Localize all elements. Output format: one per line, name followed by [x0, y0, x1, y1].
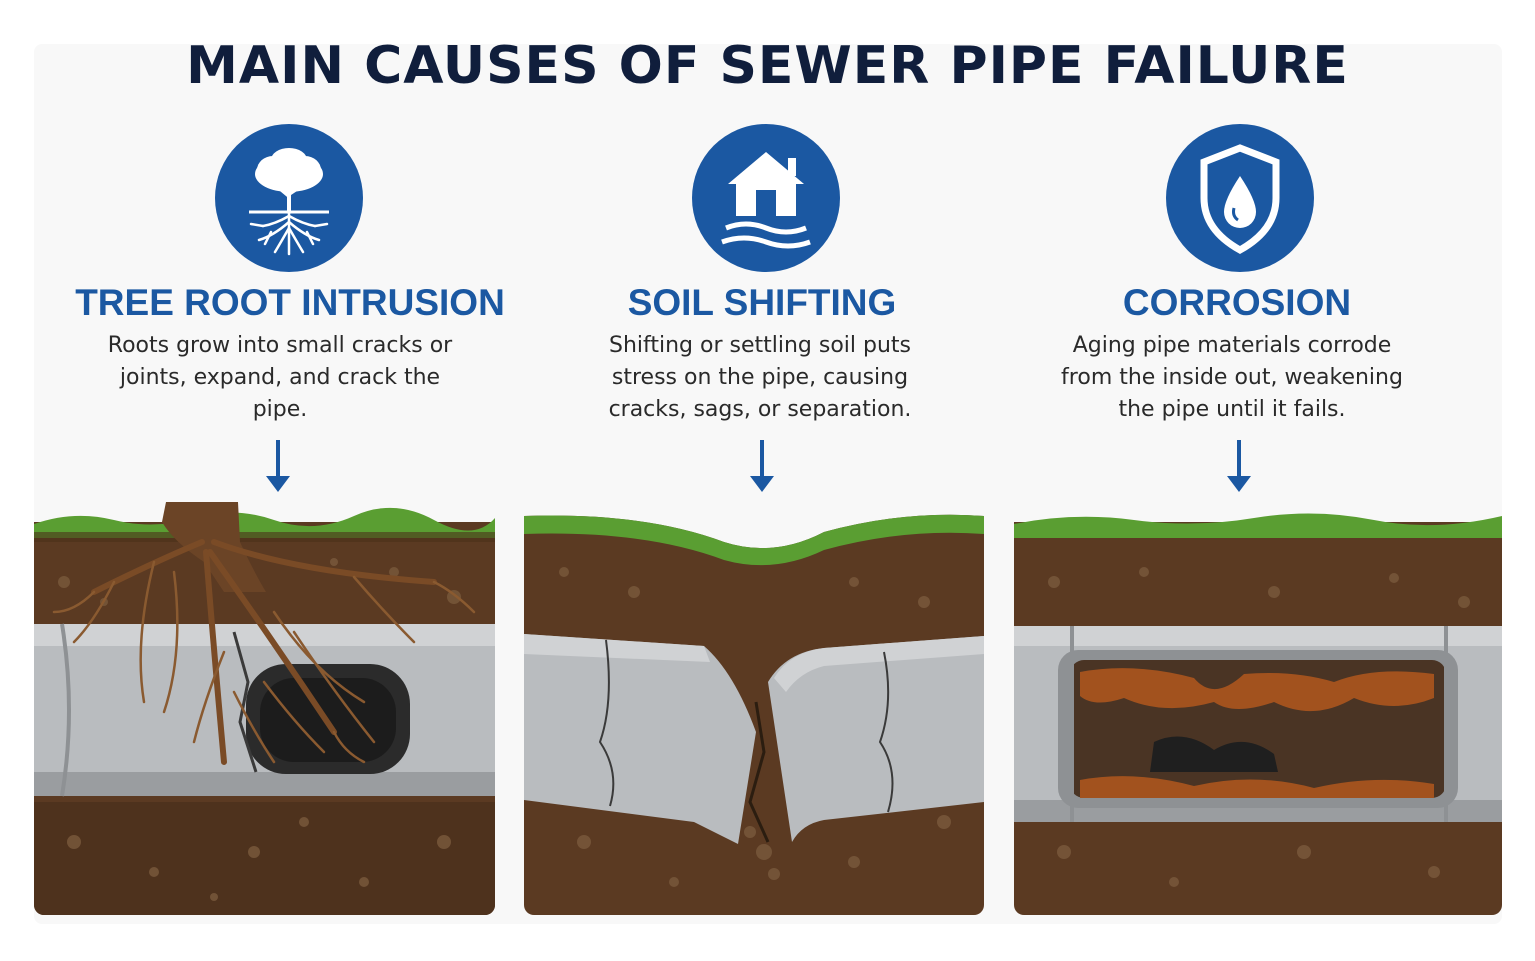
page-title: MAIN CAUSES OF SEWER PIPE FAILURE — [186, 36, 1349, 96]
shield-water-drop-icon — [1166, 124, 1314, 272]
cause-heading: SOIL SHIFTING — [627, 282, 897, 323]
tree-roots-icon — [215, 124, 363, 272]
cause-description: Roots grow into small cracks or joints, … — [107, 333, 453, 422]
soil-shifting-illustration — [524, 502, 984, 915]
down-arrow-icon — [750, 440, 774, 492]
house-on-shifting-ground-icon — [692, 124, 840, 272]
cause-description: Shifting or settling soil puts stress on… — [608, 333, 912, 422]
cause-heading: TREE ROOT INTRUSION — [75, 282, 505, 323]
down-arrow-icon — [1227, 440, 1251, 492]
down-arrow-icon — [266, 440, 290, 492]
cause-description: Aging pipe materials corrode from the in… — [1061, 333, 1403, 422]
cause-heading: CORROSION — [1122, 282, 1352, 323]
corrosion-illustration — [1014, 502, 1502, 915]
tree-root-illustration — [34, 502, 495, 915]
